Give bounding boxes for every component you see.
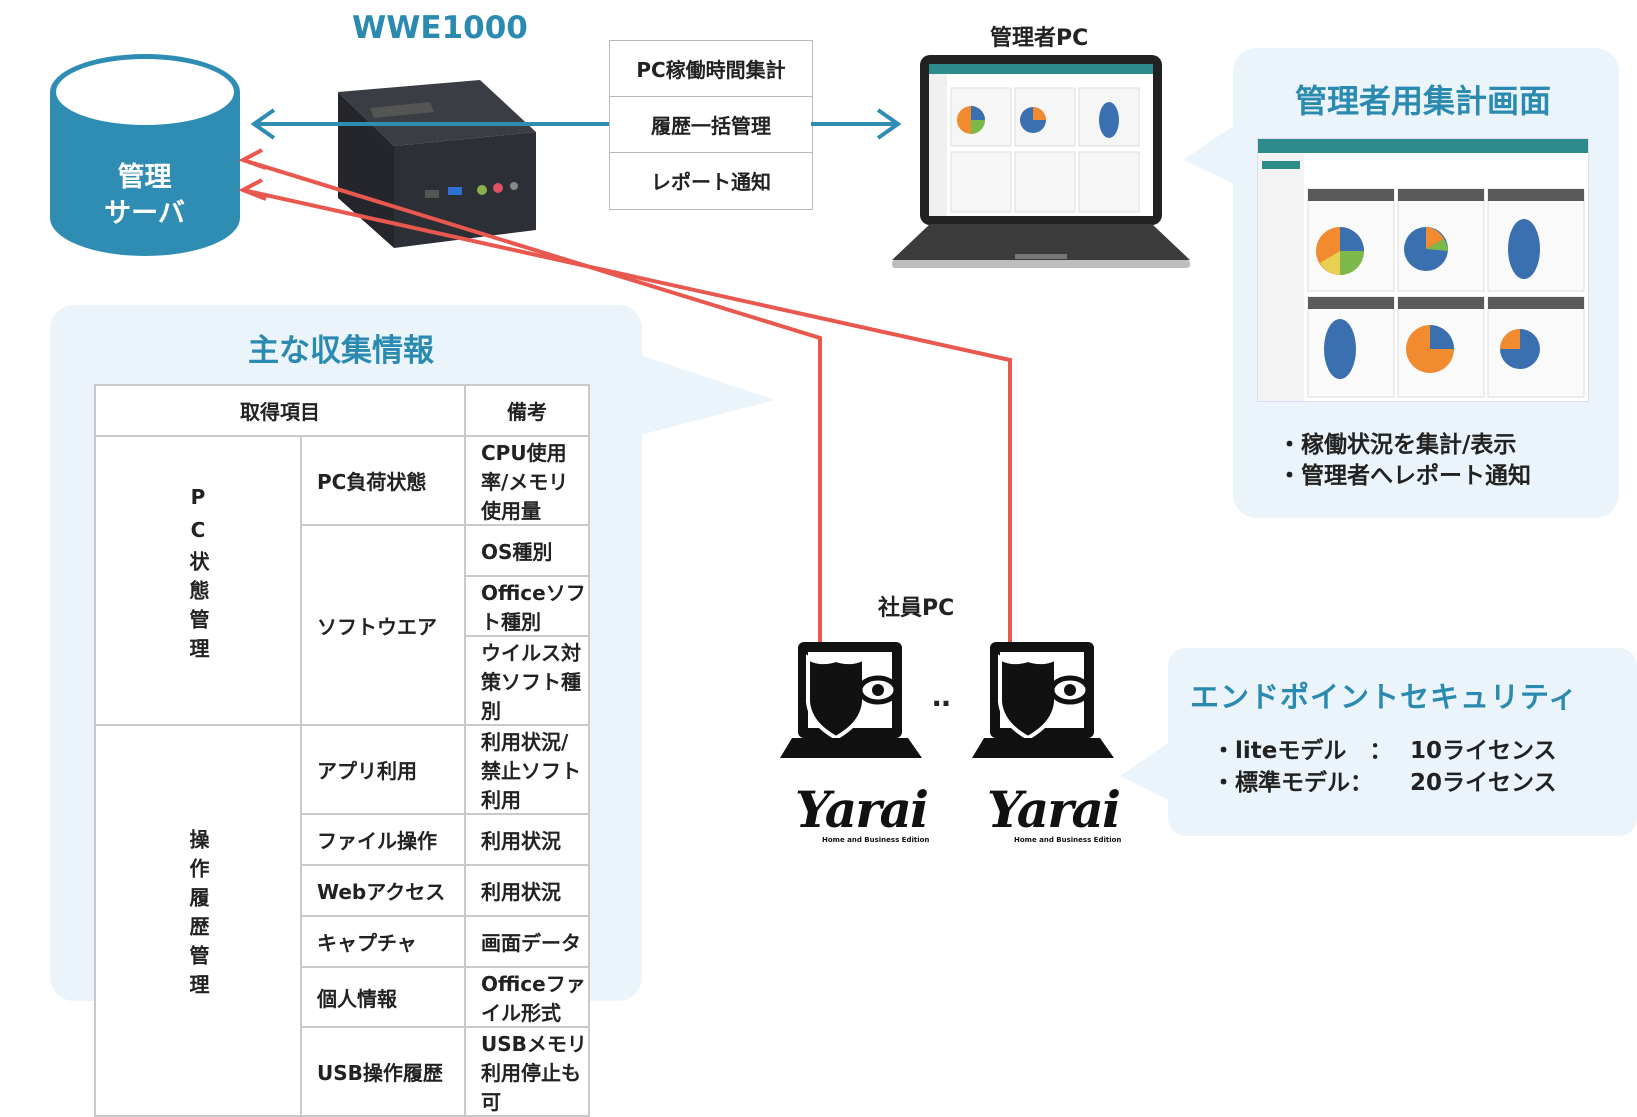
table-row: PC状態管理 PC負荷状態 CPU使用率/メモリ使用量 <box>94 435 590 726</box>
table-row: Officeソフト種別 <box>95 575 590 637</box>
function-item: PC稼働時間集計 <box>636 58 786 82</box>
table-row: キャプチャ 画面データ <box>95 915 590 968</box>
laptop-icon <box>920 55 1162 225</box>
license-model: ・liteモデル ： <box>1212 738 1393 764</box>
table-row: ウイルス対策ソフト種別 <box>95 635 590 726</box>
server-icon <box>50 54 240 256</box>
server-label-line2: サーバ <box>104 198 185 229</box>
collected-info-table: 取得項目 備考 PC状態管理 PC負荷状態 CPU使用率/メモリ使用量 ソフトウ… <box>94 384 590 1117</box>
table-row: Webアクセス 利用状況 <box>95 864 590 917</box>
function-list: PC稼働時間集計 履歴一括管理 レポート通知 <box>609 40 813 210</box>
endpoint-pointer <box>1120 740 1172 802</box>
table-row: 操作履歴管理 アプリ利用 利用状況/禁止ソフト利用 <box>94 724 590 1117</box>
notes-cell: OS種別 <box>464 524 590 577</box>
admin-bullet: ・稼働状況を集計/表示 <box>1278 432 1517 458</box>
table-row: ファイル操作 利用状況 <box>95 813 590 866</box>
notes-cell: USBメモリ利用停止も可 <box>464 1026 590 1117</box>
function-item: レポート通知 <box>610 152 812 208</box>
collected-info-title: 主な収集情報 <box>248 333 434 369</box>
license-count: 20ライセンス <box>1410 770 1557 796</box>
notes-cell: ウイルス対策ソフト種別 <box>464 635 590 726</box>
notes-cell: Officeファイル形式 <box>464 966 590 1028</box>
collected-info-pointer <box>640 355 775 435</box>
admin-bullets: ・稼働状況を集計/表示 ・管理者へレポート通知 <box>1278 430 1531 492</box>
employee-pc-icon <box>780 642 922 758</box>
group-label: 操作履歴管理 <box>94 724 302 1117</box>
server-label-line1: 管理 <box>117 162 172 193</box>
table-header: 備考 <box>464 384 590 437</box>
item-cell: PC負荷状態 <box>300 435 466 526</box>
yarai-logo: Yarai <box>795 780 929 839</box>
license-model: ・標準モデル： <box>1212 770 1373 796</box>
notes-cell: 利用状況 <box>464 864 590 917</box>
admin-dashboard-screenshot <box>1257 138 1589 402</box>
laptop-screen-dashboard <box>929 64 1153 216</box>
endpoint-title: エンドポイントセキュリティ <box>1190 680 1579 714</box>
table-row: ソフトウエア OS種別 <box>95 524 590 726</box>
notes-cell: CPU使用率/メモリ使用量 <box>464 435 590 526</box>
endpoint-panel <box>1168 648 1637 836</box>
function-item: 履歴一括管理 <box>610 96 812 152</box>
yarai-logo: Yarai <box>987 780 1121 839</box>
item-cell: ファイル操作 <box>300 813 466 866</box>
notes-cell: 画面データ <box>464 915 590 968</box>
item-cell: ソフトウエア <box>300 524 466 726</box>
table-header-row: 取得項目 備考 <box>94 384 590 437</box>
connection-arrows <box>237 108 1024 671</box>
item-cell: USB操作履歴 <box>300 1026 466 1117</box>
license-list: ・liteモデル ： 10ライセンス ・標準モデル： 20ライセンス <box>1212 735 1557 799</box>
admin-bullet: ・管理者へレポート通知 <box>1278 463 1531 489</box>
admin-pc-label: 管理者PC <box>990 26 1089 51</box>
license-count: 10ライセンス <box>1410 738 1557 764</box>
blue-arrow <box>250 108 902 140</box>
yarai-logo-text: Yarai <box>987 780 1121 839</box>
employee-pc-icon <box>972 642 1114 758</box>
notes-cell: 利用状況/禁止ソフト利用 <box>464 724 590 815</box>
group-label-text: 操作履歴管理 <box>186 828 210 1003</box>
yarai-logo-text: Yarai <box>795 780 929 839</box>
item-cell: Webアクセス <box>300 864 466 917</box>
item-cell: アプリ利用 <box>300 724 466 815</box>
license-row: ・標準モデル： 20ライセンス <box>1212 767 1557 799</box>
item-cell: 個人情報 <box>300 966 466 1028</box>
notes-cell: 利用状況 <box>464 813 590 866</box>
ellipsis-dots: ‥ <box>932 680 951 713</box>
device-name: WWE1000 <box>352 10 528 46</box>
yarai-logo-sub: Home and Business Edition <box>822 836 930 844</box>
employee-pc-label: 社員PC <box>878 596 955 621</box>
admin-panel-pointer <box>1183 122 1239 186</box>
item-cell: キャプチャ <box>300 915 466 968</box>
notes-cell: Officeソフト種別 <box>464 575 590 637</box>
yarai-logo-sub: Home and Business Edition <box>1014 836 1122 844</box>
group-label-text: PC状態管理 <box>186 484 210 667</box>
group-label: PC状態管理 <box>94 435 302 726</box>
table-header: 取得項目 <box>94 384 466 437</box>
server-label: 管理 サーバ <box>52 160 237 232</box>
laptop-base-icon <box>892 224 1190 268</box>
license-row: ・liteモデル ： 10ライセンス <box>1212 735 1557 767</box>
admin-panel-title: 管理者用集計画面 <box>1295 82 1552 120</box>
